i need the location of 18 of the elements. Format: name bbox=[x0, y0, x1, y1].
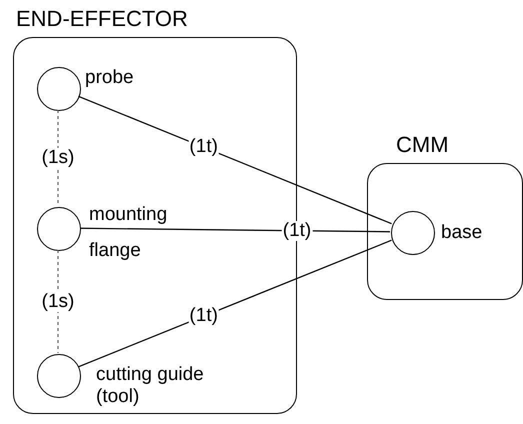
node-label: base bbox=[441, 222, 484, 244]
group-title: END-EFFECTOR bbox=[16, 6, 188, 32]
link-line bbox=[78, 240, 392, 368]
joint-circle bbox=[391, 211, 435, 255]
edge-label: (1s) bbox=[40, 292, 76, 312]
joint-circle bbox=[37, 207, 81, 251]
group-title: CMM bbox=[396, 132, 449, 158]
edge-label: (1t) bbox=[282, 220, 312, 241]
edge-label: (1t) bbox=[188, 306, 219, 326]
joint-circle bbox=[37, 354, 81, 398]
node-label: cutting guide (tool) bbox=[96, 364, 205, 408]
edge-label: (1s) bbox=[40, 148, 76, 168]
node-label: probe bbox=[85, 67, 135, 89]
edge-label: (1t) bbox=[188, 137, 219, 158]
joint-circle bbox=[37, 67, 81, 111]
link-line bbox=[78, 96, 392, 224]
link-line bbox=[80, 228, 390, 232]
node-label: mounting flange bbox=[89, 203, 168, 263]
